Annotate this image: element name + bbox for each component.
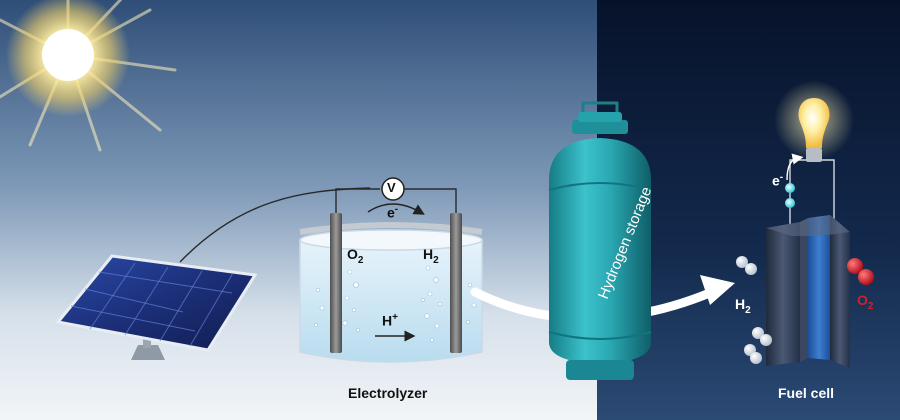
anode-electrode xyxy=(330,213,342,353)
electrolyzer-tank xyxy=(299,222,483,363)
electron-label-electrolyzer: e- xyxy=(387,204,398,221)
cathode-electrode xyxy=(450,213,462,353)
wire-voltmeter-left xyxy=(335,188,380,214)
electron-arrow-fuelcell xyxy=(786,153,804,181)
h2-label-base: H xyxy=(423,246,434,262)
gas-bubbles xyxy=(314,265,477,342)
h2-molecule xyxy=(744,344,762,364)
voltmeter-symbol: V xyxy=(387,180,396,195)
electron-label-base: e xyxy=(387,204,395,221)
fuel-cell-caption: Fuel cell xyxy=(778,385,835,401)
electrolyzer-caption: Electrolyzer xyxy=(348,385,428,401)
o2-label-sub: 2 xyxy=(357,254,364,266)
light-bulb-icon xyxy=(774,80,854,162)
o2-fuel-sub: 2 xyxy=(867,300,874,312)
electron-flow-arrow xyxy=(367,203,425,215)
h2-fuel-base: H xyxy=(735,296,746,312)
o2-label-base: O xyxy=(347,246,358,262)
o2-fuel-base: O xyxy=(857,292,868,308)
o2-molecule xyxy=(847,258,874,285)
electron-label-fuelcell: e- xyxy=(772,172,783,189)
o2-label-electrolyzer: O2 xyxy=(347,246,363,266)
hydrogen-tank-icon xyxy=(548,101,652,380)
sun-icon xyxy=(0,0,177,152)
electron-fuel-sup: - xyxy=(779,172,784,183)
proton-label-sup: + xyxy=(392,312,398,323)
h2-molecule xyxy=(752,327,772,346)
proton-label-base: H xyxy=(382,312,393,329)
h2-label-fuelcell: H2 xyxy=(735,296,751,316)
h2-label-sub: 2 xyxy=(433,254,439,266)
o2-label-fuelcell: O2 xyxy=(857,292,873,312)
solar-panel-icon xyxy=(55,254,258,360)
h2-label-electrolyzer: H2 xyxy=(423,246,439,266)
electron-fuel-base: e xyxy=(772,172,780,189)
voltmeter-icon xyxy=(381,177,405,201)
h2-fuel-sub: 2 xyxy=(745,304,751,316)
hydrogen-flow-arrowhead xyxy=(700,275,735,305)
fuel-cell-stack xyxy=(766,215,850,368)
fuelcell-wire-right xyxy=(822,159,835,228)
proton-label: H+ xyxy=(382,312,398,329)
wire-voltmeter-right xyxy=(404,188,457,214)
h2-molecule xyxy=(736,256,757,275)
electron-label-sup: - xyxy=(394,204,399,215)
